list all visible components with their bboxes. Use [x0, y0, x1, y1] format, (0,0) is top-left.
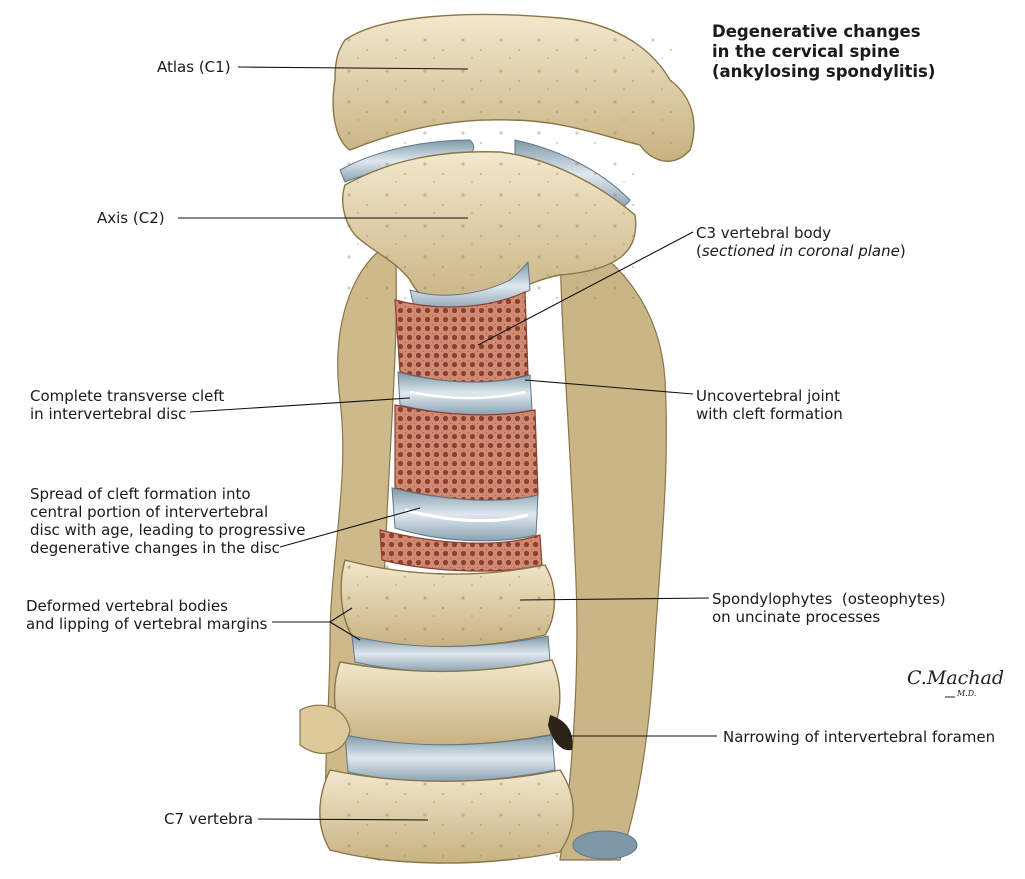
- atlas-leader: [237, 66, 469, 70]
- c4-sectioned-body: [394, 404, 539, 501]
- label-c3-line-1: C3 vertebral body: [696, 224, 832, 242]
- title-line-2: in the cervical spine: [712, 42, 900, 61]
- label-c3-paren-open: (: [696, 242, 702, 260]
- label-axis-text: Axis (C2): [97, 209, 165, 227]
- label-spread: Spread of cleft formation into central p…: [30, 485, 306, 557]
- label-spondylophytes: Spondylophytes (osteophytes) on uncinate…: [712, 590, 946, 626]
- c7-articular-facet: [572, 830, 638, 860]
- label-c7-text: C7 vertebra: [164, 810, 254, 828]
- deformed-leader-lower: [329, 621, 361, 641]
- label-spread-line-1: Spread of cleft formation into: [30, 485, 251, 503]
- lateral-mass-right: [559, 229, 667, 861]
- c7-pores: [330, 775, 570, 860]
- cleft-leader: [189, 397, 411, 413]
- label-deformed: Deformed vertebral bodies and lipping of…: [26, 597, 267, 633]
- label-c3-paren-close: ): [899, 242, 906, 260]
- c4-c5-disc: [391, 487, 539, 542]
- label-spread-line-2: central portion of intervertebral: [30, 503, 269, 521]
- title-line-1: Degenerative changes: [712, 22, 921, 41]
- label-uncov-line-2: with cleft formation: [696, 405, 843, 423]
- label-spread-line-4: degenerative changes in the disc: [30, 539, 280, 557]
- figure-title: Degenerative changes in the cervical spi…: [712, 22, 935, 82]
- spondylo-leader: [519, 597, 710, 601]
- label-c3-body: C3 vertebral body (sectioned in coronal …: [696, 224, 906, 260]
- label-spondylo-line-2: on uncinate processes: [712, 608, 881, 626]
- label-spondylo-line-1: Spondylophytes (osteophytes): [712, 590, 946, 608]
- axis-pores: [345, 160, 635, 300]
- c4-c5-cleft: [404, 508, 529, 523]
- label-c3-italic: sectioned in coronal plane: [701, 242, 900, 260]
- label-c3-line-2: (sectioned in coronal plane): [696, 242, 906, 260]
- leader-lines: [178, 66, 717, 821]
- artist-signature: C.Machado M.D.: [907, 667, 1005, 698]
- uncov-leader: [524, 379, 694, 395]
- label-c7: C7 vertebra: [164, 810, 253, 828]
- svg-text:C.Machado: C.Machado: [907, 667, 1005, 689]
- label-cleft: Complete transverse cleft in interverteb…: [30, 387, 224, 423]
- label-axis: Axis (C2): [97, 209, 165, 227]
- label-spread-line-3: disc with age, leading to progressive: [30, 521, 306, 539]
- label-uncov-line-1: Uncovertebral joint: [696, 387, 841, 405]
- label-cleft-line-1: Complete transverse cleft: [30, 387, 225, 405]
- intervertebral-foramen: [548, 715, 573, 751]
- title-line-3: (ankylosing spondylitis): [712, 62, 936, 81]
- c7-transverse-process: [299, 704, 351, 754]
- atlas-pores: [345, 30, 685, 150]
- label-narrowing-text: Narrowing of intervertebral foramen: [723, 728, 996, 746]
- label-atlas-text: Atlas (C1): [157, 58, 231, 76]
- label-narrowing: Narrowing of intervertebral foramen: [723, 728, 995, 746]
- c3-c4-cleft: [409, 390, 526, 400]
- c7-leader: [257, 818, 429, 821]
- label-deformed-line-1: Deformed vertebral bodies: [26, 597, 228, 615]
- spread-leader: [279, 507, 421, 548]
- label-cleft-line-2: in intervertebral disc: [30, 405, 187, 423]
- c6-pores: [345, 565, 550, 645]
- svg-text:M.D.: M.D.: [956, 689, 976, 698]
- c3-body-leader: [477, 231, 694, 346]
- label-deformed-line-2: and lipping of vertebral margins: [26, 615, 268, 633]
- label-atlas: Atlas (C1): [157, 58, 231, 76]
- lower-vertebral-body: [333, 659, 561, 746]
- label-uncovertebral: Uncovertebral joint with cleft formation: [696, 387, 843, 423]
